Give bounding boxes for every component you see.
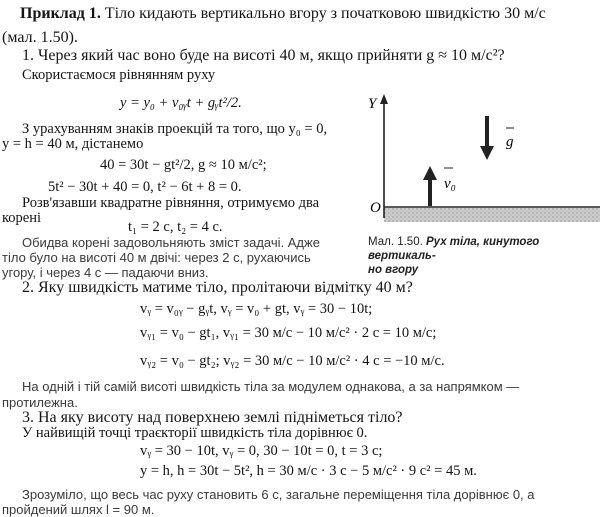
q1-roots: t₁ = 2 с, t₂ = 4 с.: [128, 219, 223, 235]
y-axis-label: Y: [368, 96, 378, 112]
q2-conclusion-a: На одній і тій самій висоті швидкість ті…: [22, 379, 520, 394]
q3-row1: vᵧ = 30 − 10t, vᵧ = 0, 30 − 10t = 0, t =…: [140, 443, 383, 459]
q2-row1: vᵧ = v₀ᵧ − gᵧt, vᵧ = v₀ + gt, vᵧ = 30 − …: [140, 301, 373, 317]
caption-title-b: но вгору: [368, 263, 419, 276]
caption-number: Мал. 1.50.: [368, 236, 423, 248]
q1-intro: Скористаємося рівнянням руху: [22, 67, 216, 83]
q1-solve-b: корені: [2, 210, 42, 226]
q1-eq-a: 40 = 30t − gt²/2, g ≈ 10 м/с²;: [100, 157, 267, 173]
example-header: Приклад 1. Тіло кидають вертикально вгор…: [20, 6, 546, 22]
ground-surface: [384, 208, 600, 222]
q1-solve-a: Розв'язавши квадратне рівняння, отримуєм…: [22, 195, 320, 211]
q2-row2: vᵧ₁ = v₀ − gt₁, vᵧ₁ = 30 м/с − 10 м/с² ·…: [140, 325, 437, 341]
example-ref: (мал. 1.50).: [2, 29, 78, 46]
figure-caption: Мал. 1.50. Рух тіла, кинутого вертикаль-…: [368, 236, 602, 277]
y-axis-arrow-icon: [380, 94, 388, 104]
q3-conclusion-a: Зрозуміло, що весь час руху становить 6 …: [22, 487, 535, 502]
caption-title-a: Рух тіла, кинутого вертикаль-: [368, 236, 540, 262]
q1-eq-b: 5t² − 30t + 40 = 0, t² − 6t + 8 = 0.: [48, 179, 242, 195]
q1-conclusion-b: тіло було на висоті 40 м двічі: через 2 …: [2, 250, 311, 265]
q1-question: 1. Через який час воно буде на висоті 40…: [22, 47, 505, 64]
figure-motion-diagram: Y O g v₀: [368, 94, 600, 222]
q2-conclusion-b: протилежна.: [2, 395, 78, 410]
velocity-label: v₀: [444, 176, 456, 192]
origin-label: O: [370, 200, 381, 216]
q3-question: 3. На яку висоту над поверхнею землі під…: [22, 409, 403, 426]
q3-row2: y = h, h = 30t − 5t², h = 30 м/с · 3 с −…: [140, 463, 477, 479]
q1-note-a: З урахуванням знаків проекцій та того, щ…: [22, 121, 328, 137]
q3-conclusion-b: пройдений шлях l = 90 м.: [2, 502, 155, 517]
example-title: Приклад 1.: [20, 5, 101, 22]
example-statement: Тіло кидають вертикально вгору з початко…: [104, 5, 546, 22]
velocity-arrow-icon: [423, 166, 437, 180]
q3-intro: У найвищій точці траєкторії швидкість ті…: [22, 425, 368, 441]
q1-eq-motion: y = y₀ + v₀ᵧt + gᵧt²/2.: [120, 95, 242, 111]
gravity-arrow-icon: [480, 146, 494, 160]
q2-question: 2. Яку швидкість матиме тіло, пролітаючи…: [22, 279, 413, 296]
gravity-label: g: [506, 134, 514, 150]
q1-conclusion-c: угору, і через 4 с — падаючи вниз.: [2, 265, 209, 280]
q1-note-b: y = h = 40 м, дістанемо: [2, 136, 144, 152]
q1-conclusion-a: Обидва корені задовольняють зміст задачі…: [22, 235, 320, 250]
q2-row3: vᵧ₂ = v₀ − gt₂; vᵧ₂ = 30 м/с − 10 м/с² ·…: [140, 353, 445, 369]
